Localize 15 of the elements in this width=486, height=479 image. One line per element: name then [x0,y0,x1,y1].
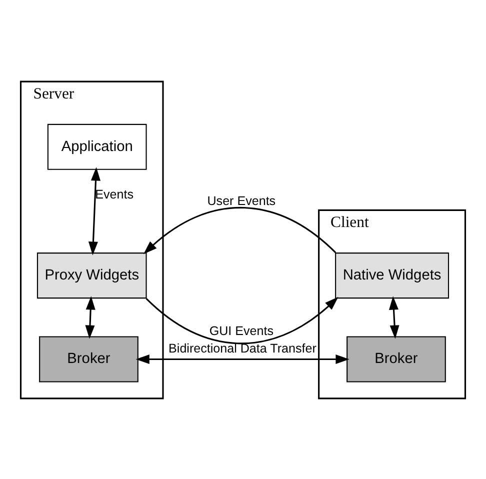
arrow [136,354,350,364]
edge-label: Bidirectional Data Transfer [168,341,316,356]
edge-label: GUI Events [209,323,274,338]
node-box: Application [47,123,147,170]
node-box: Native Widgets [335,252,450,298]
arrow [88,166,101,255]
arrow [143,206,336,254]
node-box: Broker [346,336,446,382]
arrow [85,296,96,338]
node-box: Broker [39,336,138,382]
node-box: Proxy Widgets [36,252,147,298]
arrow [388,296,400,338]
edge-label: User Events [207,194,276,208]
edge-label: Events [95,186,134,201]
arrow [146,296,338,344]
